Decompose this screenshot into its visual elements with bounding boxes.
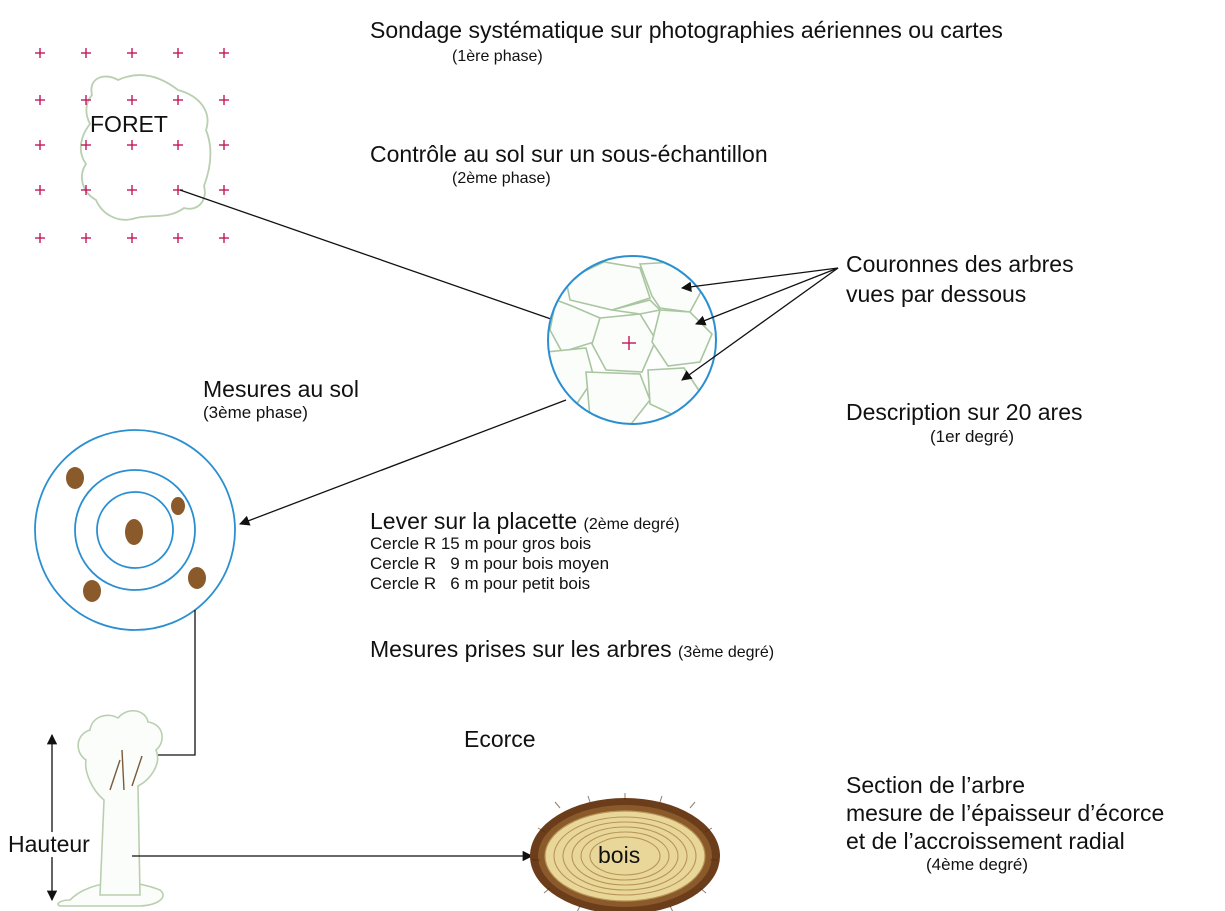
plus-cross-icon	[35, 233, 45, 243]
plus-cross-icon	[219, 48, 229, 58]
plus-cross-icon	[173, 48, 183, 58]
wood-label: bois	[598, 842, 641, 868]
plus-cross-icon	[219, 140, 229, 150]
crown-plot	[547, 255, 717, 425]
plus-cross-icon	[81, 95, 91, 105]
forest-outline	[79, 74, 212, 221]
phase1-subtitle: (1ère phase)	[452, 48, 543, 65]
plus-cross-icon	[127, 233, 137, 243]
plus-cross-icon	[35, 48, 45, 58]
circle-small-label: Cercle R 6 m pour petit bois	[370, 574, 591, 593]
arrow-grid-to-plot	[179, 189, 621, 345]
crowns-label-line1: Couronnes des arbres	[846, 251, 1074, 277]
phase2-title: Contrôle au sol sur un sous-échantillon	[370, 141, 768, 167]
plus-cross-icon	[35, 95, 45, 105]
plus-cross-icon	[81, 140, 91, 150]
circle-large-label: Cercle R 15 m pour gros bois	[370, 534, 592, 553]
plus-cross-icon	[127, 140, 137, 150]
section-subtitle: (4ème degré)	[926, 855, 1029, 874]
phase1-title: Sondage systématique sur photographies a…	[370, 17, 1003, 43]
plus-cross-icon	[127, 95, 137, 105]
plus-cross-icon	[173, 140, 183, 150]
plus-cross-icon	[81, 48, 91, 58]
plus-cross-icon	[35, 185, 45, 195]
sampling-grid	[35, 48, 229, 243]
tree-stems	[66, 467, 206, 602]
plot-center-cross	[622, 336, 636, 350]
plus-cross-icon	[35, 140, 45, 150]
phase3-subtitle: (3ème phase)	[203, 403, 308, 422]
section-line1: Section de l’arbre	[846, 772, 1025, 798]
plus-cross-icon	[127, 48, 137, 58]
phase3-title: Mesures au sol	[203, 376, 359, 402]
trees-measures-text: Mesures prises sur les arbres	[370, 636, 672, 662]
plus-cross-icon	[219, 185, 229, 195]
description-subtitle: (1er degré)	[930, 427, 1015, 446]
circle-medium-label: Cercle R 9 m pour bois moyen	[370, 554, 610, 573]
crowns-label-line2: vues par dessous	[846, 281, 1027, 307]
height-label: Hauteur	[8, 831, 90, 858]
trees-measures-title: Mesures prises sur les arbres (3ème degr…	[370, 636, 775, 662]
plus-cross-icon	[81, 185, 91, 195]
plus-cross-icon	[127, 185, 137, 195]
bark-label: Ecorce	[464, 726, 536, 752]
wood-section	[530, 793, 720, 911]
placette-degree: (2ème degré)	[583, 516, 680, 533]
trees-measures-degree: (3ème degré)	[678, 644, 775, 661]
section-line3: et de l’accroissement radial	[846, 828, 1125, 854]
placette-title-text: Lever sur la placette	[370, 508, 578, 534]
placette-concentric-circles	[34, 429, 236, 631]
plus-cross-icon	[173, 95, 183, 105]
phase2-subtitle: (2ème phase)	[452, 170, 551, 187]
tree-illustration	[57, 710, 164, 907]
arrow-plot-to-placette	[239, 399, 567, 526]
crown-pointer-arrows	[680, 267, 839, 381]
plus-cross-icon	[81, 233, 91, 243]
section-line2: mesure de l’épaisseur d’écorce	[846, 800, 1165, 826]
forest-label: FORET	[90, 111, 168, 137]
plus-cross-icon	[173, 233, 183, 243]
plus-cross-icon	[219, 95, 229, 105]
plus-cross-icon	[219, 233, 229, 243]
description-title: Description sur 20 ares	[846, 399, 1083, 425]
plot-circle-outline	[547, 255, 717, 425]
placette-title: Lever sur la placette (2ème degré)	[370, 508, 680, 534]
